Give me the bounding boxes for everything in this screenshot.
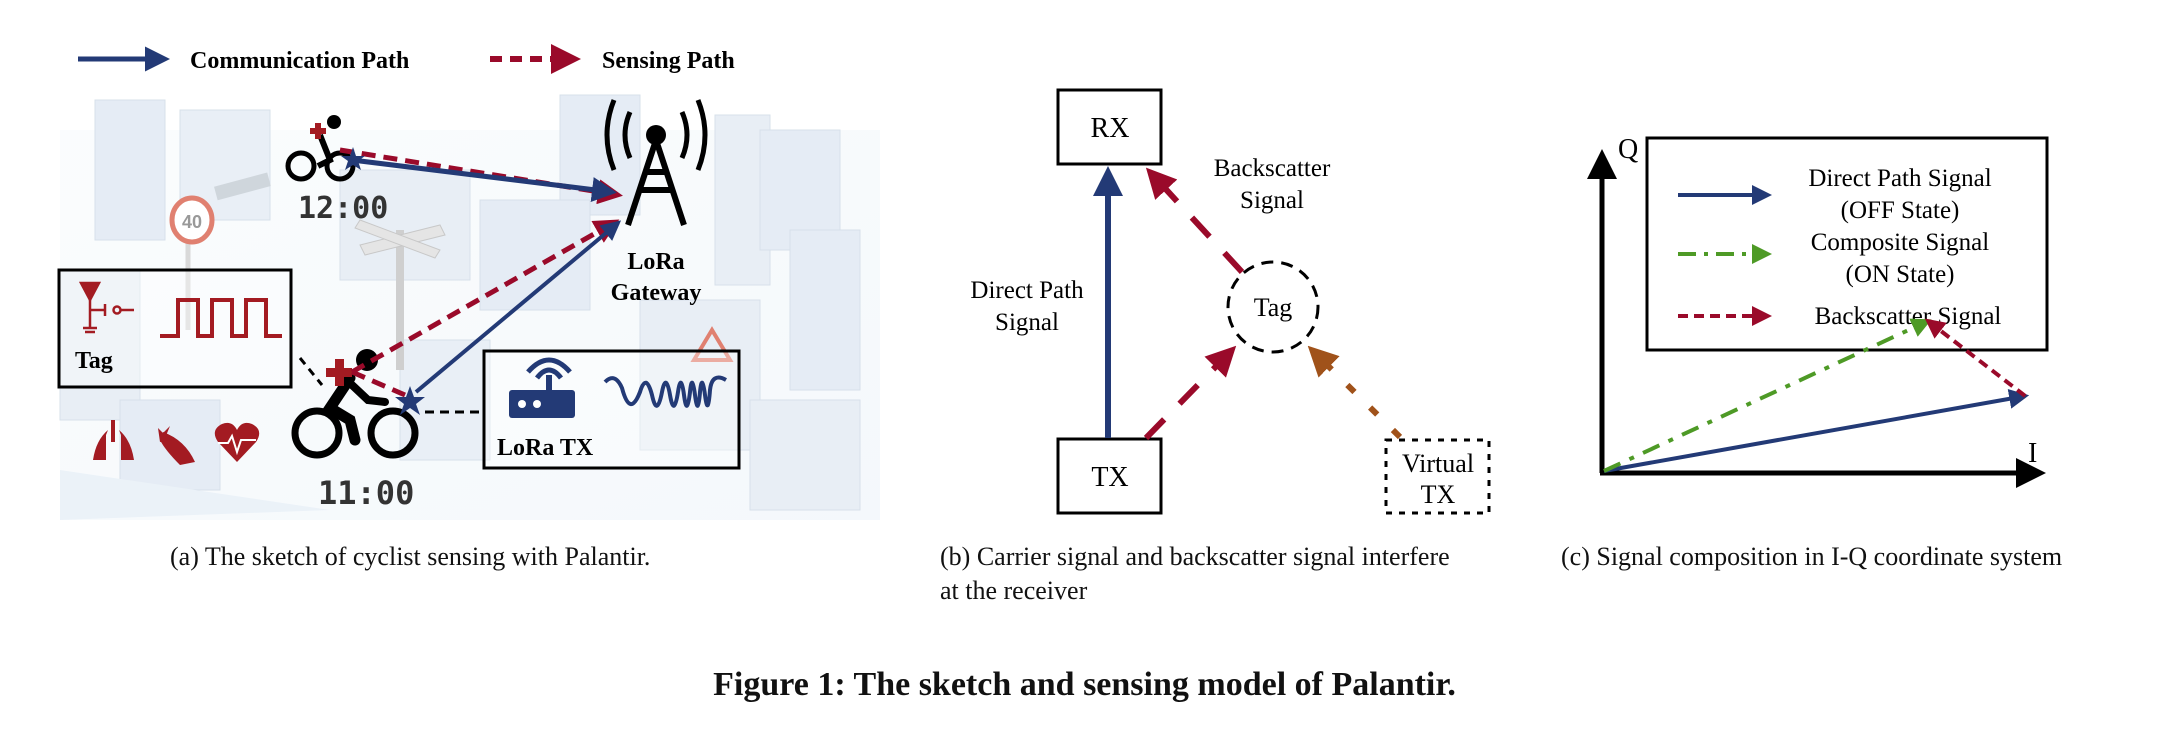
carrier-to-tag-arrow [1143, 345, 1237, 441]
iq-legend-backscatter: Backscatter Signal [1678, 303, 2001, 330]
star-icon-top [341, 147, 365, 170]
backscatter-arrow [1145, 167, 1245, 275]
panel-c: Q I Direct Path Signal (OFF State) Compo… [1587, 134, 2049, 488]
heart-pulse-icon [214, 422, 260, 462]
warning-sign-icon [690, 326, 734, 362]
tag-node-label: Tag [1254, 293, 1293, 322]
virtual-tx-arrow [1307, 345, 1403, 440]
lora-tx-label: LoRa TX [497, 435, 594, 461]
backscatter-label-2: Signal [1240, 187, 1304, 214]
iq-legend-composite: Composite Signal (ON State) [1678, 229, 1989, 288]
direct-path-label: Direct Path [970, 277, 1084, 304]
i-axis-label: I [2028, 438, 2037, 469]
tx-label: TX [1091, 462, 1128, 493]
direct-signal-vector [1603, 388, 2030, 473]
svg-text:(ON State): (ON State) [1846, 261, 1955, 288]
figure-caption: Figure 1: The sketch and sensing model o… [713, 666, 1456, 703]
composite-signal-vector [1603, 318, 1932, 473]
backscatter-signal-vector [1924, 318, 2027, 398]
signpost-icon [214, 172, 446, 370]
panel-a: 40 Communication Path Sensing Path [57, 44, 880, 520]
gateway-label: LoRa [627, 249, 684, 275]
tag-box-label: Tag [75, 348, 113, 374]
router-icon [509, 357, 575, 418]
sensing-path-bottom-stub [351, 369, 406, 398]
lungs-icon [93, 420, 134, 460]
cyclist-bottom-icon [291, 349, 419, 459]
legend-sensing-path: Sensing Path [490, 44, 735, 74]
q-axis-label: Q [1618, 134, 1638, 165]
iq-legend-direct: Direct Path Signal (OFF State) [1678, 165, 1992, 224]
svg-text:40: 40 [182, 212, 202, 232]
backscatter-label: Backscatter [1214, 155, 1331, 182]
communication-path-top [351, 157, 617, 202]
svg-text:Sensing Path: Sensing Path [602, 48, 735, 74]
legend-communication-path: Communication Path [78, 46, 409, 74]
gateway-label-2: Gateway [611, 280, 702, 306]
sensing-path-bottom [350, 219, 620, 375]
direct-path-label-2: Signal [995, 309, 1059, 336]
caption-c: (c) Signal composition in I-Q coordinate… [1561, 542, 2063, 571]
caption-b: (b) Carrier signal and backscatter signa… [940, 542, 1450, 571]
star-icon-bottom [395, 386, 425, 415]
caption-a: (a) The sketch of cyclist sensing with P… [170, 542, 651, 571]
svg-text:Composite Signal: Composite Signal [1811, 229, 1990, 256]
time-label-top: 12:00 [298, 191, 388, 226]
caption-b-line2: at the receiver [940, 576, 1088, 605]
tag-circuit-icon [78, 281, 134, 334]
speed-sign-icon: 40 [169, 195, 215, 330]
svg-text:Communication Path: Communication Path [190, 48, 409, 74]
virtual-tx-label-2: TX [1421, 480, 1456, 509]
square-wave-icon [160, 298, 282, 338]
rx-label: RX [1091, 113, 1130, 144]
tag-connector [298, 357, 324, 386]
tx-box [1056, 437, 1163, 515]
chirp-wave-icon [603, 375, 727, 408]
gateway-tower-icon [604, 99, 708, 226]
tag-node [1226, 260, 1320, 354]
panel-b: RX TX Tag Virtual TX Direct Path Signal … [970, 88, 1491, 515]
communication-path-bottom [414, 220, 622, 394]
time-label-bottom: 11:00 [318, 474, 414, 512]
sensing-path-top [339, 147, 623, 205]
cyclist-top-icon [285, 115, 356, 182]
hand-pain-icon [158, 426, 195, 465]
tag-box [57, 268, 293, 389]
virtual-tx-label: Virtual [1402, 449, 1474, 478]
svg-text:Backscatter Signal: Backscatter Signal [1815, 303, 2002, 330]
svg-text:(OFF State): (OFF State) [1841, 197, 1960, 224]
virtual-tx-box [1384, 438, 1491, 515]
rx-box [1056, 88, 1163, 166]
svg-text:Direct Path Signal: Direct Path Signal [1808, 165, 1991, 192]
